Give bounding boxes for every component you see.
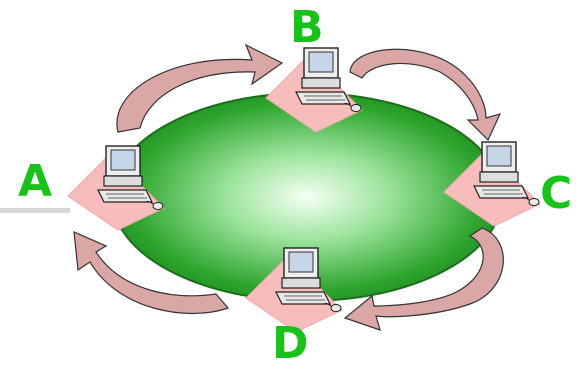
curved-arrow-icon [73, 231, 230, 315]
node-label-b: B [290, 2, 324, 53]
node-label-d: D [272, 318, 309, 369]
curved-arrow-icon [116, 43, 284, 133]
curved-arrow-icon [349, 48, 502, 142]
node-label-c: C [540, 168, 572, 219]
curved-arrow-icon [343, 227, 504, 331]
left-edge-line [0, 208, 70, 213]
node-label-a: A [18, 156, 52, 207]
